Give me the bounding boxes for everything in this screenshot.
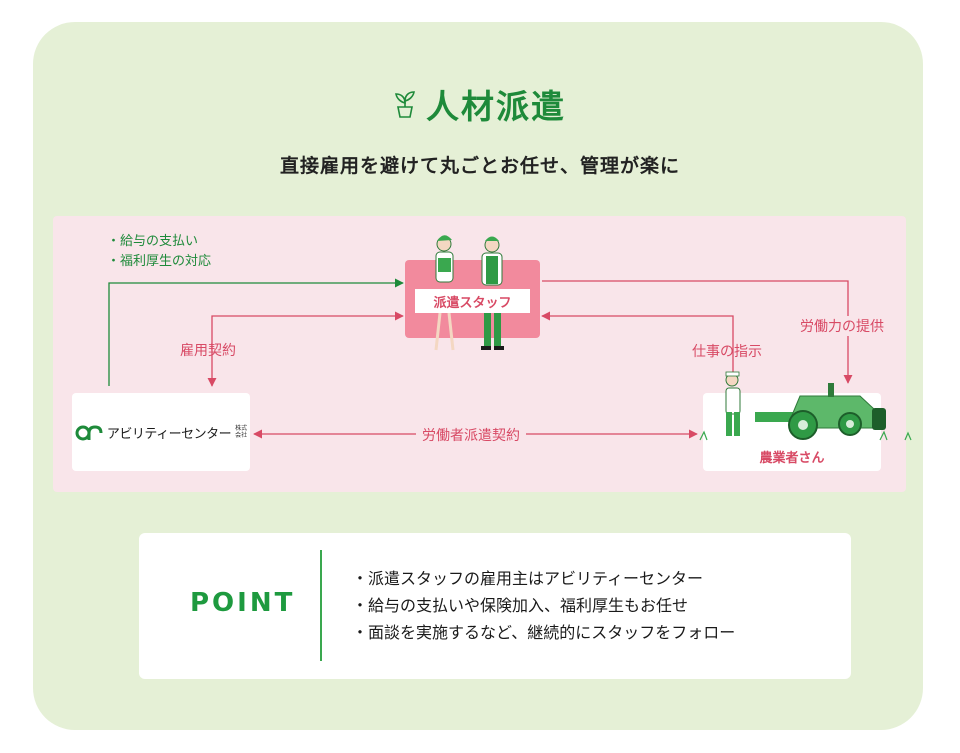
staff-label: 派遣スタッフ — [415, 289, 530, 313]
point-item: 面談を実施するなど、継続的にスタッフをフォロー — [352, 619, 735, 646]
point-item: 派遣スタッフの雇用主はアビリティーセンター — [352, 565, 735, 592]
point-list: 派遣スタッフの雇用主はアビリティーセンター 給与の支払いや保険加入、福利厚生もお… — [352, 565, 735, 646]
benefit-item: ・福利厚生の対応 — [107, 254, 212, 269]
point-item: 給与の支払いや保険加入、福利厚生もお任せ — [352, 592, 735, 619]
point-title: POINT — [190, 588, 296, 618]
company-name: アビリティーセンター — [106, 426, 232, 442]
benefits-list: ・給与の支払い ・福利厚生の対応 — [107, 232, 211, 272]
company-box: アビリティーセンター 株式会社 — [72, 393, 250, 471]
dispatch-contract-label: 労働者派遣契約 — [416, 425, 526, 445]
title-row: 人材派遣 — [0, 80, 960, 128]
company-suffix: 株式会社 — [235, 425, 248, 439]
page-title: 人材派遣 — [426, 87, 566, 126]
company-logo-icon — [75, 425, 103, 441]
point-divider — [320, 550, 322, 661]
labor-provision-label: 労働力の提供 — [798, 316, 886, 336]
plant-pot-icon — [395, 91, 415, 118]
subtitle: 直接雇用を避けて丸ごとお任せ、管理が楽に — [279, 155, 680, 177]
benefit-item: ・給与の支払い — [107, 234, 199, 249]
work-instruction-label: 仕事の指示 — [692, 344, 762, 360]
farmer-label: 農業者さん — [759, 451, 825, 466]
employment-contract-label: 雇用契約 — [180, 343, 236, 359]
